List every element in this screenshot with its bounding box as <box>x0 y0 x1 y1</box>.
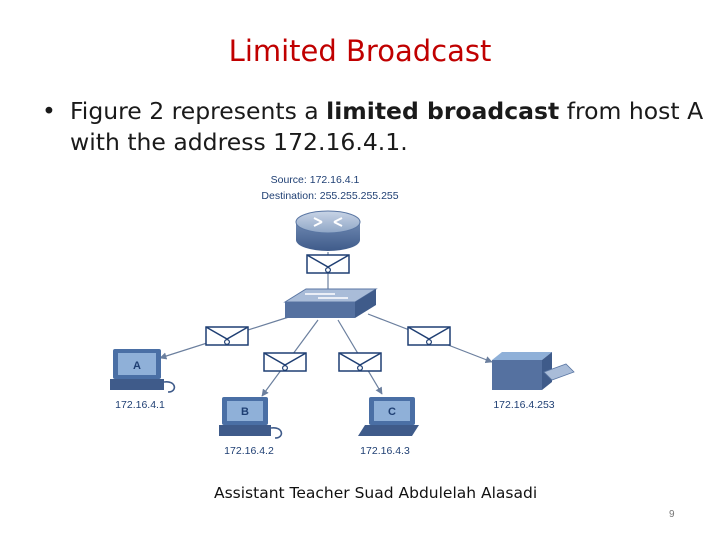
host-b-letter: B <box>241 406 249 418</box>
footer-author: Assistant Teacher Suad Abdulelah Alasadi <box>214 484 537 502</box>
printer-icon <box>492 352 574 390</box>
host-c-address: 172.16.4.3 <box>360 445 410 457</box>
broadcast-envelope-icon <box>408 327 450 345</box>
broadcast-envelope-icon <box>307 255 349 273</box>
host-c-laptop-icon: C <box>358 397 419 436</box>
printer-address: 172.16.4.253 <box>493 399 554 411</box>
router-icon <box>296 211 360 251</box>
page-number: 9 <box>669 509 675 520</box>
host-a-computer-icon: A <box>110 349 174 392</box>
host-a-letter: A <box>133 360 141 372</box>
broadcast-envelope-icon <box>264 353 306 371</box>
destination-label: Destination: 255.255.255.255 <box>261 190 398 202</box>
broadcast-envelope-icon <box>339 353 381 371</box>
source-label: Source: 172.16.4.1 <box>271 174 360 186</box>
host-b-address: 172.16.4.2 <box>224 445 274 457</box>
host-a-address: 172.16.4.1 <box>115 399 165 411</box>
broadcast-envelope-icon <box>206 327 248 345</box>
host-b-computer-icon: B <box>219 397 281 438</box>
host-c-letter: C <box>388 406 396 418</box>
switch-icon <box>285 289 376 318</box>
